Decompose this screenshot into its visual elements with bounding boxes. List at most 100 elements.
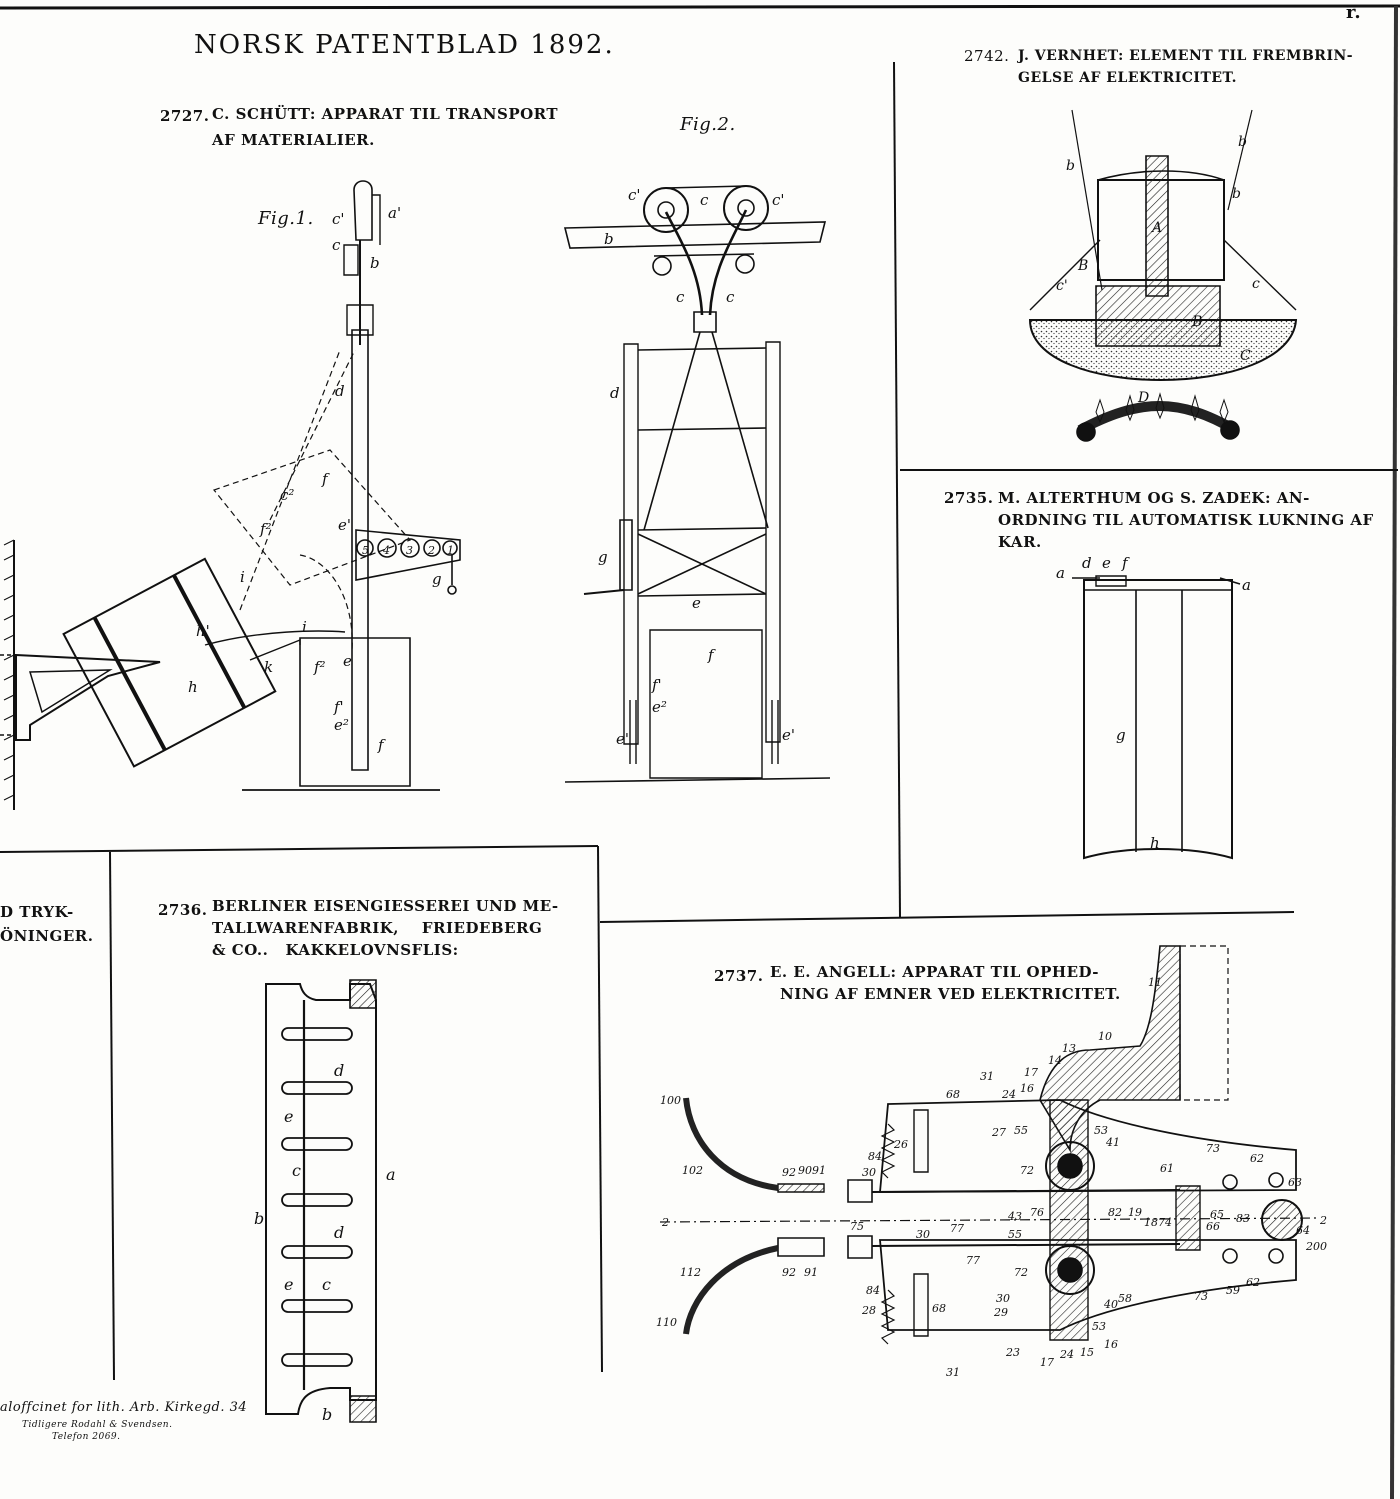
label: 77 <box>966 1254 980 1267</box>
fig1-label: b <box>370 254 380 272</box>
patent-2737-line-1: E. E. ANGELL: APPARAT TIL OPHED- <box>770 963 1100 981</box>
label: 91 <box>812 1164 826 1177</box>
label: 14 <box>1048 1054 1062 1067</box>
label: 65 <box>1210 1208 1224 1221</box>
label: 11 <box>1148 976 1162 989</box>
patent-2742-line-1: J. VERNHET: ELEMENT TIL FREMBRIN- <box>1018 48 1354 64</box>
patent-2736-line-1: BERLINER EISENGIESSEREI UND ME- <box>212 897 559 915</box>
fig2-label: g <box>598 548 608 566</box>
label: 30 <box>916 1228 930 1241</box>
patent-2727-line-1: C. SCHÜTT: APPARAT TIL TRANSPORT <box>212 105 559 123</box>
fig-2-labels: c' c c' b c c d g e f f' e² e' e' <box>598 186 795 748</box>
fig-2-drawing <box>565 186 830 782</box>
label: 19 <box>1128 1206 1142 1219</box>
fig1-label: i <box>240 568 245 586</box>
label: 17 <box>1024 1066 1038 1079</box>
fig1-label: e' <box>338 516 351 534</box>
label: D <box>1137 390 1149 406</box>
label: 17 <box>1040 1356 1054 1369</box>
label: 73 <box>1194 1290 1208 1303</box>
label: B <box>1191 314 1202 330</box>
label: 2 <box>1319 1214 1327 1227</box>
fig1-label: f² <box>313 658 326 676</box>
fig2-label: c' <box>772 191 785 209</box>
fig1-label: 4 <box>382 544 390 557</box>
label: 62 <box>1250 1152 1264 1165</box>
fig2-label: d <box>610 384 620 402</box>
label: 58 <box>1118 1292 1132 1305</box>
label: 68 <box>932 1302 946 1315</box>
label: 2 <box>661 1216 669 1229</box>
label: 66 <box>1206 1220 1220 1233</box>
label: 72 <box>1020 1164 1034 1177</box>
label: 112 <box>680 1266 701 1279</box>
label: b <box>1066 158 1075 174</box>
label: 61 <box>1160 1162 1174 1175</box>
label: 23 <box>1005 1346 1020 1359</box>
label: 16 <box>1020 1082 1034 1095</box>
patent-2737-line-2: NING AF EMNER VED ELEKTRICITET. <box>780 985 1121 1003</box>
label: 74 <box>1158 1216 1172 1229</box>
label: 41 <box>1105 1136 1120 1149</box>
label: 18 <box>1144 1216 1158 1229</box>
patent-2735-number: 2735. <box>944 489 994 507</box>
fig1-label: a' <box>388 204 401 222</box>
fig1-label: g <box>432 570 442 588</box>
label: A <box>1150 220 1162 236</box>
label: 76 <box>1030 1206 1044 1219</box>
label: 110 <box>656 1316 677 1329</box>
fig1-label: 1 <box>447 544 454 557</box>
label: a <box>1056 564 1065 582</box>
label: 82 <box>1108 1206 1122 1219</box>
label: 68 <box>946 1088 960 1101</box>
label: c <box>292 1161 301 1180</box>
label: a <box>386 1165 396 1184</box>
fig2-label: b <box>604 230 614 248</box>
imprint-line-2: Tidligere Rodahl & Svendsen. <box>22 1420 173 1430</box>
imprint-line-1: aloffcinet for lith. Arb. Kirkegd. 34 <box>0 1400 248 1415</box>
label: 16 <box>1104 1338 1118 1351</box>
label: 62 <box>1246 1276 1260 1289</box>
patent-2742-labels: b b b A B c' c B C D <box>1056 134 1260 406</box>
fig1-label: h' <box>196 622 210 640</box>
label: b <box>254 1209 264 1228</box>
label: 10 <box>1098 1030 1112 1043</box>
left-fragment-line-1: D TRYK- <box>0 903 74 921</box>
patent-number: 2727. <box>160 107 210 125</box>
fig1-label: e² <box>334 716 349 734</box>
label: 100 <box>660 1094 681 1107</box>
patent-2735-line-1: M. ALTERTHUM OG S. ZADEK: AN- <box>998 489 1310 507</box>
label: 29 <box>993 1306 1008 1319</box>
label: 64 <box>1296 1224 1310 1237</box>
fig2-label: f <box>707 646 716 664</box>
label: C <box>1240 348 1251 364</box>
patent-2727-heading: 2727. <box>160 104 209 128</box>
fig1-label: c' <box>332 210 345 228</box>
label: 90 <box>798 1164 812 1177</box>
label: 53 <box>1094 1124 1108 1137</box>
label: 102 <box>682 1164 703 1177</box>
label: B <box>1077 258 1088 274</box>
label: b <box>322 1405 332 1424</box>
fig1-label: 3 <box>406 544 413 557</box>
left-fragment-line-2: ÖNINGER. <box>0 927 94 945</box>
label: 92 <box>782 1266 796 1279</box>
fig1-label: e <box>343 652 352 670</box>
patent-2737-number: 2737. <box>714 967 764 985</box>
fig2-label: f' <box>651 676 662 694</box>
patent-2742-number: 2742. <box>964 47 1010 65</box>
patent-2736-line-3: & CO.. KAKKELOVNSFLIS: <box>212 941 459 959</box>
fig1-label: 5 <box>362 544 369 557</box>
label: 200 <box>1305 1240 1327 1253</box>
fig-1-labels: c' a' c b d f c² f² e' 5 4 3 2 1 g h h' … <box>188 204 454 754</box>
label: e <box>1102 554 1111 572</box>
label: a <box>1242 576 1251 594</box>
label: 30 <box>862 1166 876 1179</box>
fig1-label: k <box>264 658 273 676</box>
label: c <box>322 1275 331 1294</box>
label: c' <box>1056 278 1068 294</box>
label: 83 <box>1236 1212 1250 1225</box>
label: 73 <box>1206 1142 1220 1155</box>
label: 24 <box>1059 1348 1074 1361</box>
